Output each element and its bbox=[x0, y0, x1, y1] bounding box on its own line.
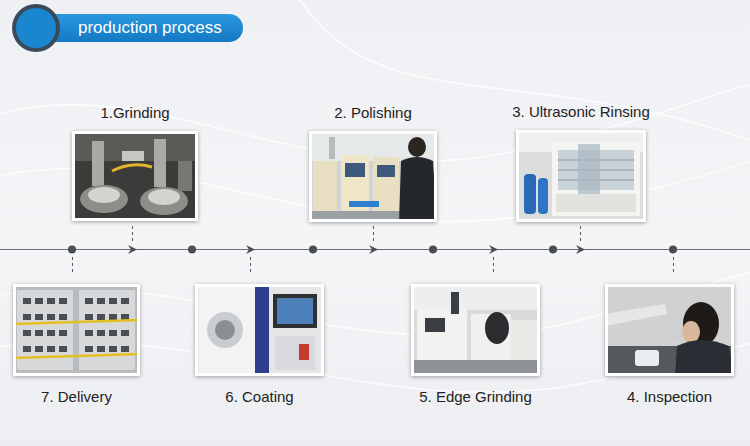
step-label: 5. Edge Grinding bbox=[407, 387, 544, 407]
photo-frame bbox=[309, 131, 437, 222]
step-label: 3. Ultrasonic Rinsing bbox=[508, 102, 654, 122]
photo-frame bbox=[13, 284, 140, 376]
inspection-photo bbox=[605, 284, 734, 376]
process-step: 3. Ultrasonic Rinsing bbox=[508, 102, 654, 222]
process-step: 2. Polishing bbox=[305, 103, 441, 222]
process-step: 6. Coating bbox=[191, 284, 328, 407]
step-label: 7. Delivery bbox=[9, 387, 144, 407]
delivery-photo bbox=[13, 284, 140, 376]
title-pill bbox=[40, 14, 243, 42]
photo-frame bbox=[195, 284, 324, 376]
step-label: 2. Polishing bbox=[305, 103, 441, 123]
edge-grinding-photo bbox=[411, 284, 540, 376]
photo-frame bbox=[605, 284, 734, 376]
process-step: 7. Delivery bbox=[9, 284, 144, 407]
title-text: production process bbox=[78, 17, 222, 39]
step-label: 6. Coating bbox=[191, 387, 328, 407]
process-step: 5. Edge Grinding bbox=[407, 284, 544, 407]
process-step: 4. Inspection bbox=[601, 284, 738, 407]
photo-frame bbox=[411, 284, 540, 376]
photo-frame bbox=[72, 131, 198, 221]
timeline bbox=[0, 226, 750, 272]
process-step: 1.Grinding bbox=[68, 103, 202, 221]
photo-frame bbox=[516, 130, 646, 222]
step-label: 4. Inspection bbox=[601, 387, 738, 407]
title-ring bbox=[12, 4, 60, 52]
coating-photo bbox=[195, 284, 324, 376]
polishing-photo bbox=[309, 131, 437, 222]
step-label: 1.Grinding bbox=[68, 103, 202, 123]
grinding-photo bbox=[72, 131, 198, 221]
rinsing-photo bbox=[516, 130, 646, 222]
title-circle bbox=[16, 8, 56, 48]
